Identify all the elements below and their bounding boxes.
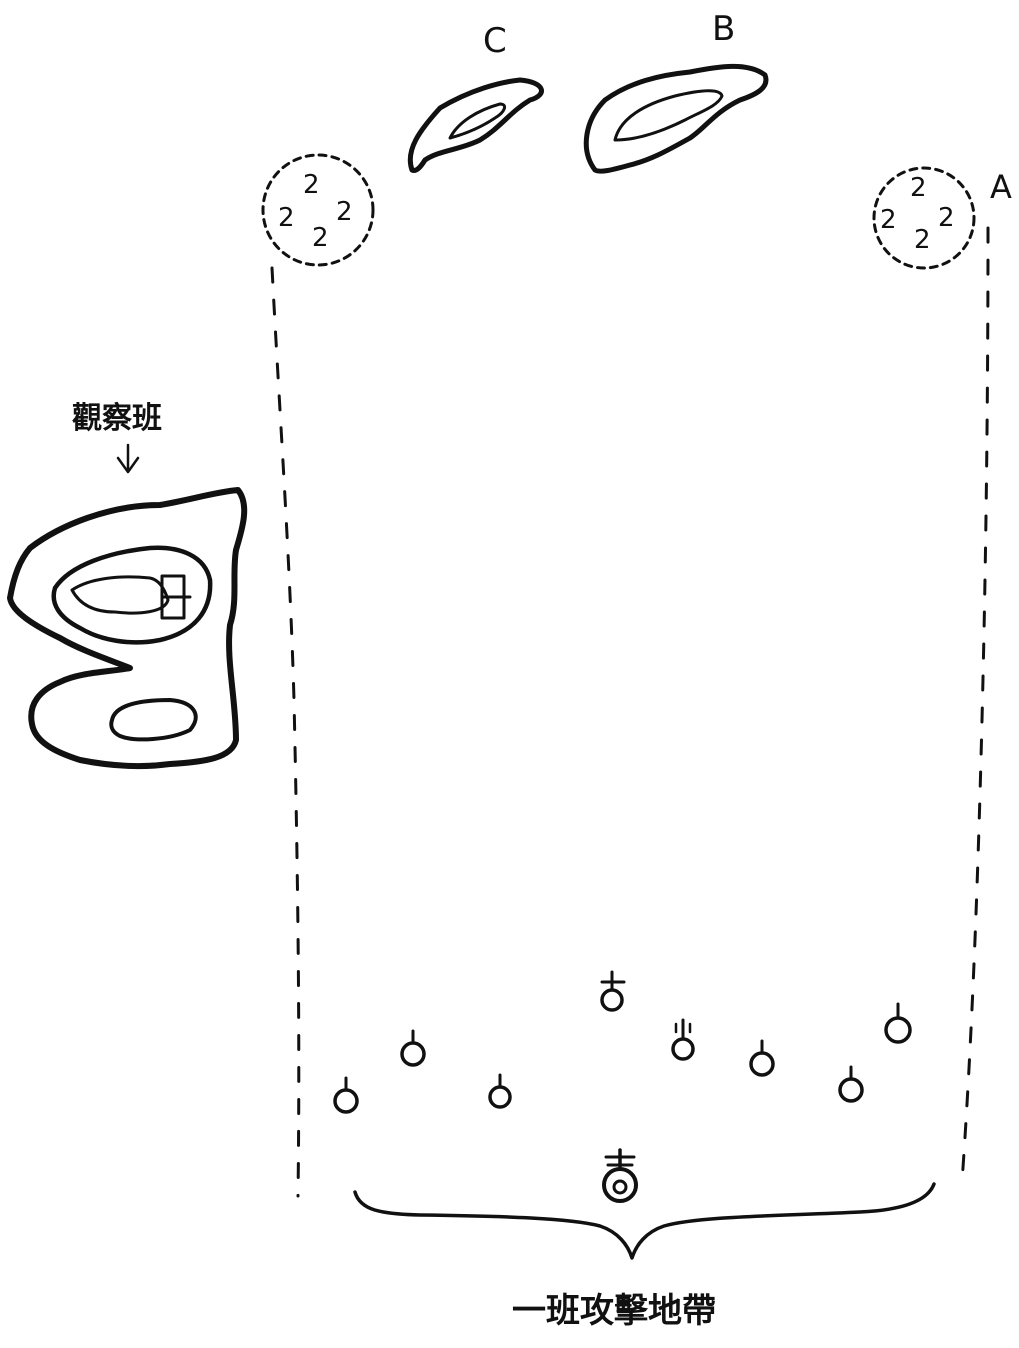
squad-leader-icon [600, 970, 626, 1012]
soldier-icon [838, 1065, 864, 1103]
gun-marker: 2 [336, 197, 353, 227]
observation-post-label: 觀察班 [72, 401, 162, 436]
sector-boundary-left [270, 266, 301, 1198]
terrain-feature-b [583, 63, 769, 174]
sector-bracket [353, 1182, 936, 1260]
gun-marker: 2 [312, 223, 329, 253]
signaler-icon [671, 1018, 695, 1061]
gun-marker: 2 [938, 203, 955, 233]
gun-marker: 2 [914, 225, 931, 255]
label-a: A [990, 168, 1012, 206]
gun-marker: 2 [880, 205, 897, 235]
observation-post-hill [7, 487, 248, 770]
label-c: C [483, 21, 507, 61]
soldier-icon [400, 1029, 426, 1067]
terrain-feature-c [407, 77, 544, 173]
platoon-leader-icon [602, 1148, 638, 1203]
sector-boundary-right [960, 226, 990, 1184]
gun-marker: 2 [910, 173, 927, 203]
gun-position-right: 2 2 2 2 [872, 166, 976, 270]
soldier-icon [488, 1073, 512, 1109]
soldier-icon [884, 1002, 912, 1044]
label-b: B [712, 9, 735, 49]
gun-position-left: 2 2 2 2 [261, 153, 375, 267]
gun-marker: 2 [278, 203, 295, 233]
soldier-icon [749, 1039, 775, 1077]
gun-marker: 2 [303, 170, 320, 200]
soldier-icon [333, 1076, 359, 1114]
diagram-caption: 一班攻擊地帶 [512, 1291, 716, 1331]
down-arrow-icon [116, 443, 140, 474]
